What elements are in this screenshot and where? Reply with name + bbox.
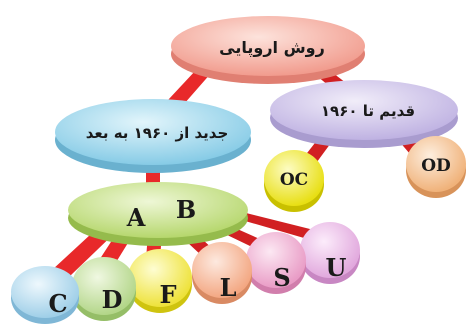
node-d: D [72, 257, 136, 321]
node-root: روش اروپایی [171, 16, 365, 84]
label-ab-b: B [176, 195, 196, 224]
label-l: L [220, 273, 237, 302]
node-u: U [300, 222, 360, 284]
node-s: S [246, 232, 306, 294]
label-ab-a: A [126, 203, 146, 232]
label-modern: جدید از ۱۹۶۰ به بعد [86, 124, 229, 142]
node-l: L [192, 242, 252, 304]
label-d: D [102, 285, 123, 314]
node-modern: جدید از ۱۹۶۰ به بعد [55, 99, 251, 173]
label-od: OD [421, 156, 451, 176]
node-oc: OC [264, 150, 324, 212]
node-c: C [11, 266, 79, 324]
label-f: F [159, 280, 176, 309]
node-ab: A B [68, 182, 248, 246]
label-c: C [48, 289, 67, 318]
label-root: روش اروپایی [219, 38, 325, 58]
connector-root-modern [168, 70, 212, 104]
label-s: S [273, 263, 290, 292]
node-f: F [128, 249, 192, 313]
label-oc: OC [280, 170, 308, 190]
label-old: قدیم تا ۱۹۶۰ [321, 102, 415, 120]
node-od: OD [406, 136, 466, 198]
label-u: U [326, 253, 347, 282]
node-old: قدیم تا ۱۹۶۰ [270, 80, 458, 148]
